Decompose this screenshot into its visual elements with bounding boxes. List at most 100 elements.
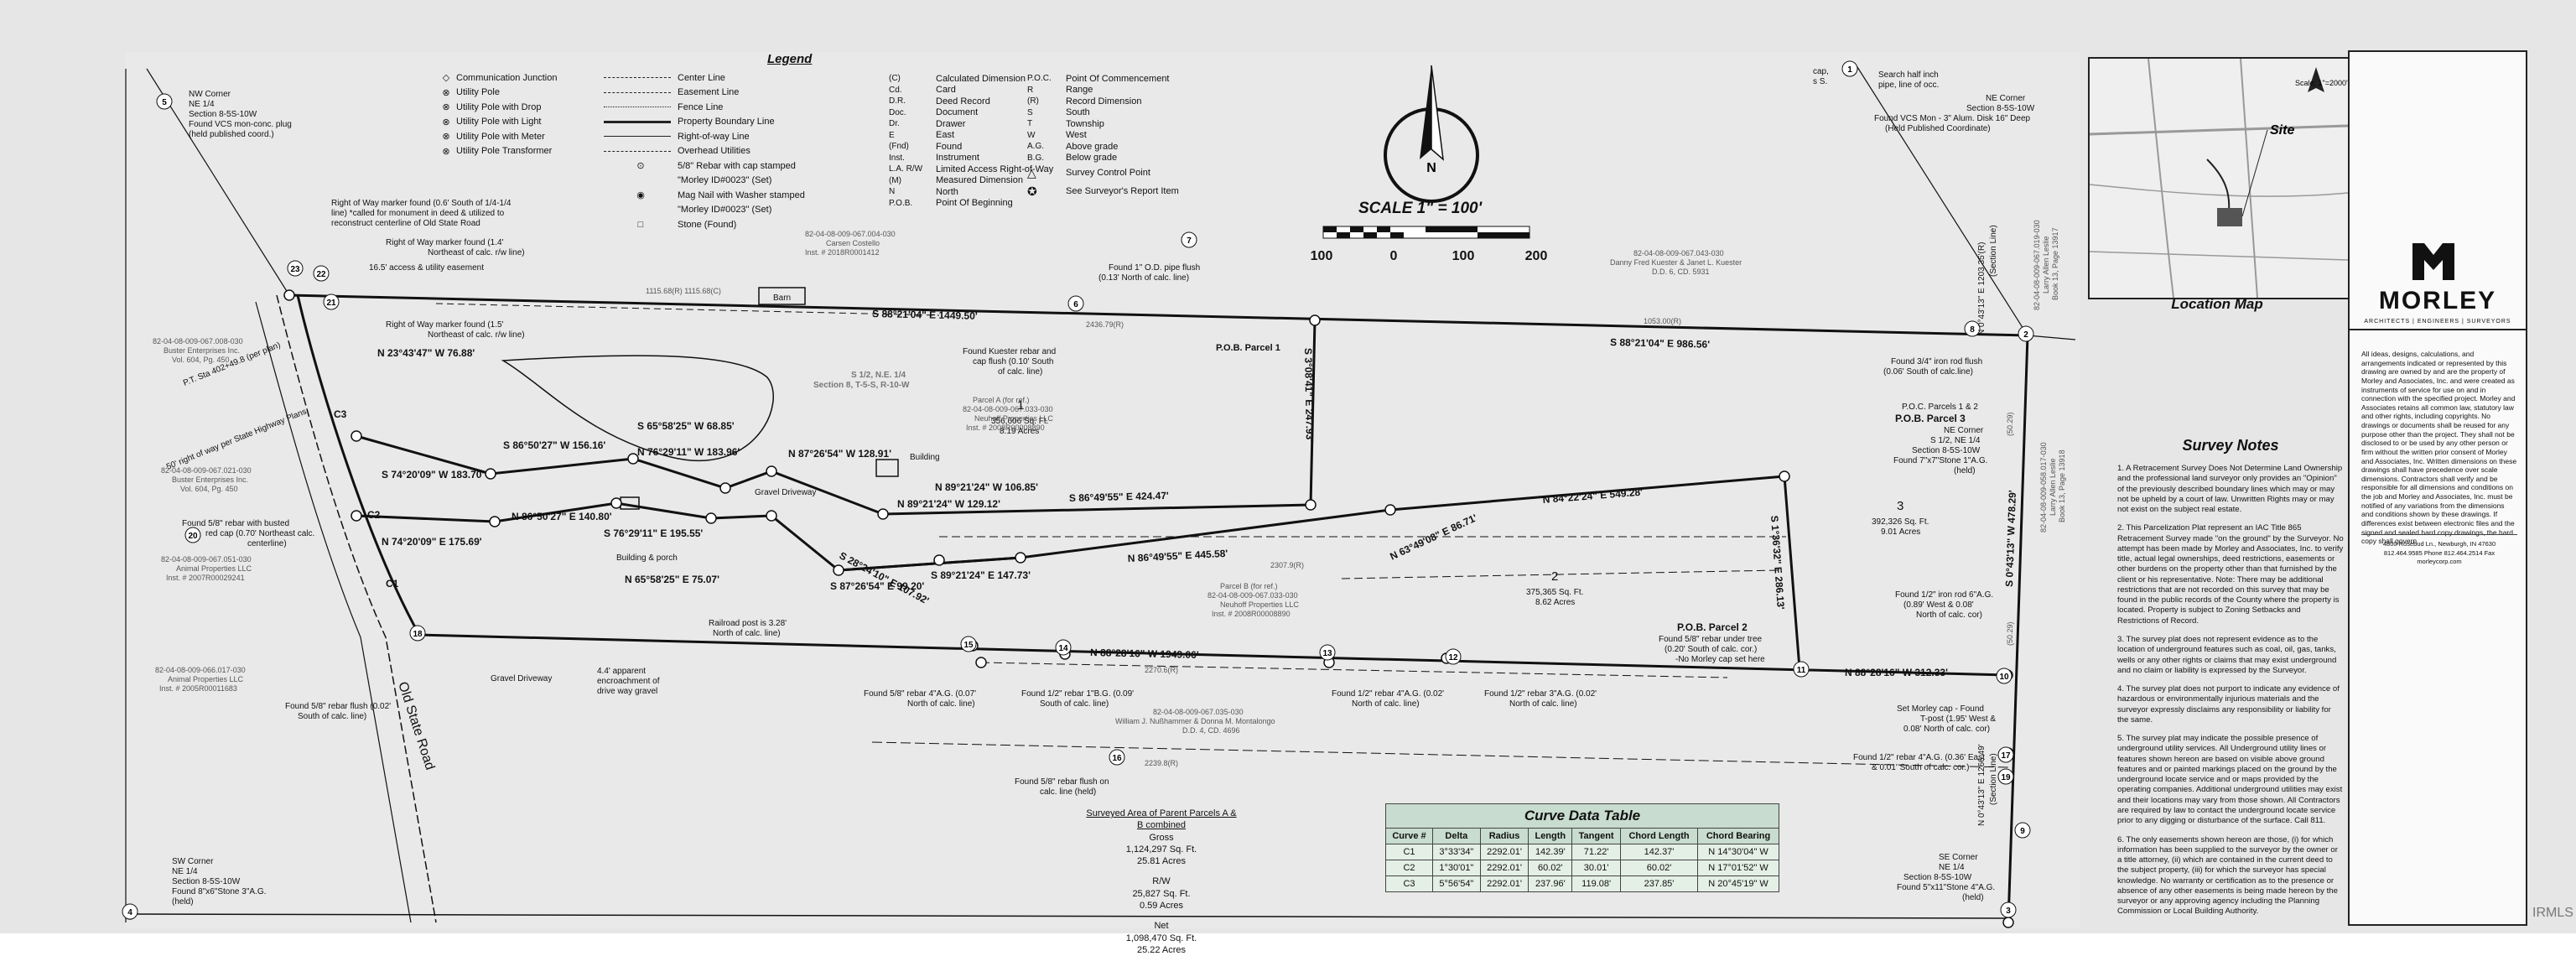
- abbr: Doc.: [889, 107, 906, 117]
- adj-sw-l3: Inst. # 2005R00011683: [159, 684, 237, 693]
- legend-row: ⊗ Utility Pole with Light: [436, 115, 587, 130]
- col-header: Delta: [1431, 828, 1481, 844]
- table-cell: 1°30'01": [1431, 860, 1481, 876]
- bearing-b24: S 89°21'24" E 147.73': [931, 569, 1031, 581]
- adj-e2-l1: 82-04-08-009-058.017-030: [2039, 442, 2048, 533]
- found-flush-l2: calc. line (held): [1040, 787, 1096, 797]
- marker-13: 13: [1322, 649, 1332, 658]
- bearing-b17: S 86°50'27" W 156.16': [503, 439, 605, 451]
- abbr-text: Below grade: [1066, 153, 1118, 164]
- parcel-3-number: 3: [1897, 499, 1903, 513]
- abbr: E: [889, 130, 895, 140]
- adj-w3-l2: Animal Properties LLC: [176, 564, 252, 573]
- abbr: W: [1027, 130, 1036, 140]
- marker-9: 9: [2020, 827, 2025, 836]
- abbr: Cd.: [889, 85, 902, 95]
- parcel-1-sqft: 356,606 Sq. Ft.: [991, 417, 1048, 426]
- sw-corner-l5: (held): [172, 897, 194, 907]
- adj-w3-l3: Inst. # 2007R00029241: [166, 574, 245, 582]
- ne-corner-l4: (Held Published Coordinate): [1885, 124, 1991, 133]
- legend-label: Utility Pole with Light: [456, 117, 542, 127]
- se-corner-l2: NE 1/4: [1939, 863, 1965, 872]
- survey-note-1: 1. A Retracement Survey Does Not Determi…: [2117, 464, 2343, 515]
- survey-notes: Survey Notes 1. A Retracement Survey Doe…: [2117, 436, 2344, 926]
- locmap-site-label: Site: [2270, 123, 2294, 138]
- parcel-b-l1: Parcel B (for ref.): [1220, 582, 1278, 590]
- rw-acres: 0.59 Acres: [1140, 901, 1183, 912]
- adj-e1-l1: 82-04-08-009-067.019-030: [2033, 220, 2041, 310]
- legend-label: Fence Line: [678, 101, 724, 112]
- legend-row: Inst.Instrument: [889, 153, 1082, 164]
- sw-corner-l2: NE 1/4: [172, 867, 198, 876]
- legend-row: ⊙5/8" Rebar with cap stamped: [604, 158, 822, 174]
- legend-label: Utility Pole Transformer: [456, 146, 553, 157]
- adj-sw-l2: Animal Properties LLC: [168, 675, 244, 683]
- row-note1-l3: reconstruct centerline of Old State Road: [331, 219, 480, 228]
- found-busted-l2: red cap (0.70' Northeast calc.: [205, 529, 314, 538]
- stone-icon: □: [637, 219, 644, 230]
- bearing-b20: N 86°50'27" E 140.80': [512, 511, 612, 522]
- abbr: (Fnd): [889, 142, 909, 152]
- legend-row: P.O.C.Point Of Commencement: [1027, 73, 1195, 85]
- found-od-l2: (0.13' North of calc. line): [1098, 273, 1189, 283]
- legend-row: (Fnd)Found: [889, 141, 1082, 153]
- legend-row: Property Boundary Line: [604, 115, 822, 130]
- table-cell: C3: [1385, 875, 1433, 892]
- abbr: L.A. R/W: [889, 164, 923, 174]
- parcel-b-l4: Inst. # 2008R00008890: [1212, 610, 1291, 618]
- found-busted-l3: centerline): [247, 539, 287, 548]
- encroach-l3: drive way gravel: [597, 687, 657, 696]
- gross-label: Gross: [1149, 832, 1174, 843]
- found-4ag-l1: Found 5/8" rebar 4"A.G. (0.07': [864, 689, 976, 699]
- legend-label: Center Line: [678, 72, 725, 83]
- abbr-text: Point Of Commencement: [1066, 73, 1170, 84]
- adj-s-l1: 82-04-08-009-067.035-030: [1153, 708, 1244, 716]
- barn-building: [758, 287, 806, 305]
- net-sqft: 1,098,470 Sq. Ft.: [1125, 933, 1197, 943]
- adj-north-l1: 82-04-08-009-067.004-030: [805, 230, 896, 238]
- found-4ag2-l2: North of calc. line): [1352, 699, 1420, 709]
- abbr: B.G.: [1027, 153, 1045, 163]
- property-line-swatch: [604, 120, 671, 123]
- parcel-b-l2: 82-04-08-009-067.033-030: [1208, 591, 1298, 600]
- legend-row: ⊗Utility Pole: [436, 86, 587, 101]
- building-porch-label: Building & porch: [616, 553, 678, 563]
- col-header: Tangent: [1571, 828, 1622, 844]
- pob3-l1: NE Corner: [1944, 426, 1984, 435]
- col-header: Chord Length: [1620, 828, 1699, 844]
- row-note2-l2: Northeast of calc. r/w line): [428, 248, 525, 257]
- marker-14: 14: [1058, 644, 1068, 653]
- table-cell: 5°56'54": [1431, 875, 1481, 892]
- legend-symbols: ◇Communication Junction ⊗Utility Pole ⊗U…: [436, 70, 587, 158]
- nw-corner-l3: Section 8-5S-10W: [189, 110, 257, 119]
- parcel-a-l1: Parcel A (for ref.): [973, 396, 1030, 404]
- nw-corner-l4: Found VCS mon-conc. plug: [189, 120, 292, 129]
- rw-sqft: 25,827 Sq. Ft.: [1132, 888, 1191, 899]
- search-pipe-l1: Search half inch: [1878, 70, 1939, 80]
- utility-pole-light-icon: ⊗: [442, 117, 450, 127]
- adj-e1-l3: Book 13, Page 13917: [2051, 227, 2059, 300]
- gravel-driveway-1: Gravel Driveway: [755, 488, 816, 497]
- found-12-l3: North of calc. cor): [1916, 610, 1982, 620]
- legend-label: Utility Pole with Meter: [456, 131, 545, 142]
- bearing-b27: N 0°43'13" E 1203.35'(R): [1977, 242, 1987, 335]
- adj-s-l2: William J. Nußhammer & Donna M. Montalon…: [1115, 717, 1275, 725]
- abbr: S: [1027, 107, 1033, 117]
- bearing-b12: N 89°21'24" W 129.12': [897, 498, 1000, 510]
- overhead-line-swatch: [604, 150, 671, 152]
- found-3ag-l2: North of calc. line): [1509, 699, 1577, 709]
- bearing-b16: N 76°29'11" W 183.96': [637, 446, 740, 458]
- found-36-l2: & 0.01' South of calc. cor.): [1872, 763, 1969, 772]
- legend-row: □Stone (Found): [604, 217, 822, 232]
- col-header: Chord Bearing: [1697, 828, 1779, 844]
- section-l2: Section 8, T-5-S, R-10-W: [813, 381, 910, 390]
- table-cell: 237.85': [1620, 875, 1699, 892]
- legend-row: Dr.Drawer: [889, 118, 1082, 130]
- survey-note-4: 4. The survey plat does not purport to i…: [2117, 684, 2340, 725]
- found-4ag2-l1: Found 1/2" rebar 4"A.G. (0.02': [1332, 689, 1444, 699]
- adj-w2-l3: Vol. 604, Pg. 450: [180, 485, 238, 493]
- abbr: D.R.: [889, 96, 906, 107]
- legend-row: ⊗Utility Pole Transformer: [436, 144, 587, 159]
